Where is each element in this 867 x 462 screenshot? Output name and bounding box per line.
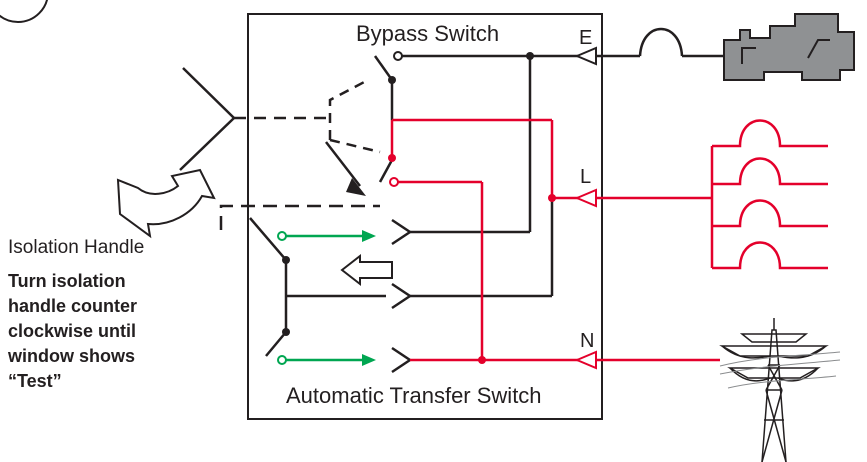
black-wiring: [179, 27, 725, 374]
hollow-arrow-icon: [340, 253, 393, 287]
svg-text:handle counter: handle counter: [8, 296, 137, 316]
svg-text:window shows: window shows: [7, 346, 135, 366]
load-icon: [735, 119, 828, 270]
terminal-e-label: E: [579, 27, 592, 49]
green-arrows: [277, 230, 376, 366]
enclosure-box: [247, 13, 603, 420]
operate-arrow-head: [346, 178, 366, 196]
terminal-e-triangle: [574, 46, 597, 66]
svg-text:“Test”: “Test”: [8, 371, 62, 391]
terminal-markers: [574, 46, 597, 370]
instruction-text: Turn isolation handle counter clockwise …: [7, 271, 137, 391]
ats-label: Automatic Transfer Switch: [286, 383, 542, 408]
terminal-n-label: N: [580, 330, 594, 352]
terminal-l-label: L: [580, 166, 591, 188]
svg-text:clockwise until: clockwise until: [8, 321, 136, 341]
bypass-switch-label: Bypass Switch: [356, 21, 499, 46]
red-wiring: [390, 118, 735, 362]
step-circle: [0, 0, 48, 23]
utility-tower-icon: [719, 318, 829, 462]
terminal-l-triangle: [574, 188, 597, 208]
terminal-n-triangle: [574, 350, 597, 370]
rotate-arrow-icon: [116, 168, 216, 239]
isolation-handle-label: Isolation Handle: [8, 237, 144, 258]
svg-text:Turn isolation: Turn isolation: [8, 271, 126, 291]
generator-icon: [723, 13, 855, 81]
red-junctions: [388, 154, 556, 364]
tower-wires: [719, 351, 841, 389]
open-contacts: [393, 51, 403, 61]
black-junctions: [282, 52, 534, 336]
